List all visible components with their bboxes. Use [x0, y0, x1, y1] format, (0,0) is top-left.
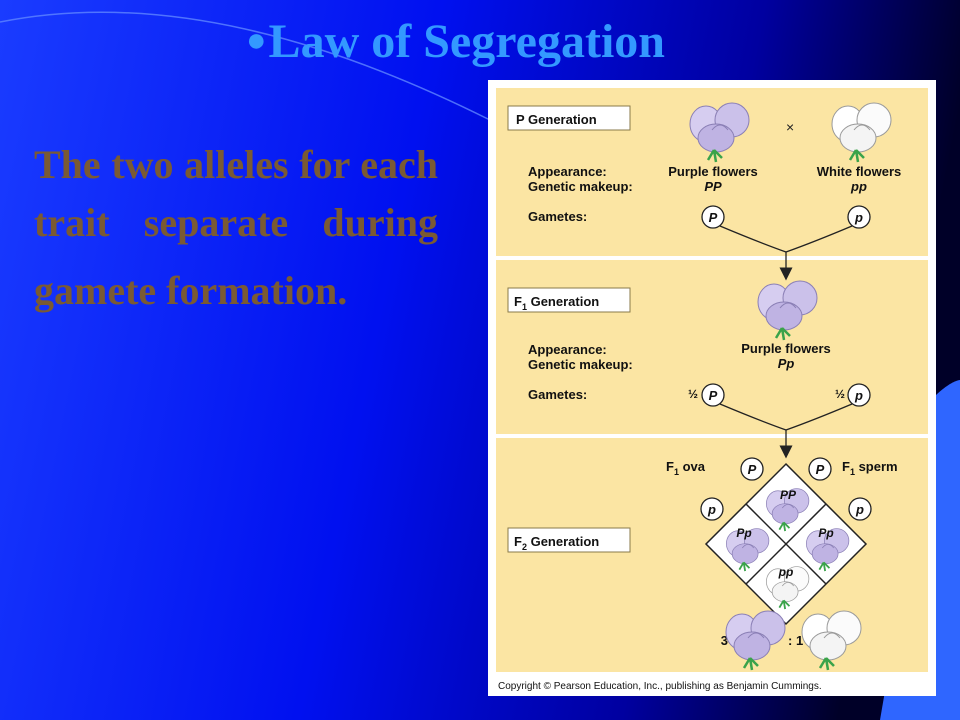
f2-ova-label: F1 ova [666, 459, 706, 477]
f1-right-gamete-circle [847, 383, 871, 407]
slide-title-text: Law of Segregation [268, 15, 665, 68]
p-right-genotype: pp [850, 179, 867, 194]
sperm-allele-1: P [816, 462, 825, 477]
ova-allele-1-circle [740, 457, 764, 481]
p-right-gamete-circle [847, 205, 871, 229]
f2-generation-section: F2 Generation F1 ova F1 sperm P p P p PP [507, 457, 898, 672]
p-left-gamete-circle [701, 205, 725, 229]
f1-generation-label: F1 Generation [514, 294, 599, 312]
f1-left-fraction: ½ [688, 387, 698, 401]
f1-left-gamete: P [709, 388, 718, 403]
f1-gametes-label: Gametes: [528, 387, 587, 402]
f1-appearance-label: Appearance: [528, 342, 607, 357]
p-gametes-label: Gametes: [528, 209, 587, 224]
cell-bottom-genotype: pp [778, 565, 794, 579]
p-left-appearance: Purple flowers [668, 164, 758, 179]
ova-allele-1: P [748, 462, 757, 477]
sperm-allele-2: p [855, 502, 864, 517]
f1-generation-section: F1 Generation Appearance: Genetic makeup… [507, 279, 871, 459]
body-text-part2: gamete formation. [34, 268, 348, 313]
p-generation-label-box [507, 105, 631, 131]
cell-left-genotype: Pp [736, 526, 751, 540]
ova-allele-2: p [707, 502, 716, 517]
p-generation-section: P Generation × Appearance: Genetic makeu… [507, 101, 902, 281]
f2-generation-label: F2 Generation [514, 534, 599, 552]
f1-right-fraction: ½ [835, 387, 845, 401]
f1-genotype: Pp [778, 356, 795, 371]
decorative-curve [0, 11, 491, 121]
f1-makeup-label: Genetic makeup: [528, 357, 633, 372]
ratio-purple-count: 3 [721, 633, 728, 648]
sperm-allele-1-circle [808, 457, 832, 481]
f1-right-gamete: p [854, 388, 863, 403]
p-generation-label: P Generation [516, 112, 597, 127]
p-makeup-label: Genetic makeup: [528, 179, 633, 194]
copyright-text: Copyright © Pearson Education, Inc., pub… [498, 681, 822, 692]
segregation-figure: P Generation × Appearance: Genetic makeu… [488, 80, 936, 696]
punnett-divider-2 [745, 503, 827, 585]
sperm-allele-2-circle [848, 497, 872, 521]
f1-appearance: Purple flowers [741, 341, 831, 356]
p-right-gamete: p [854, 210, 863, 225]
bullet-icon: ● [246, 22, 267, 59]
slide-title: ●Law of Segregation [246, 14, 665, 69]
body-text-part1: The two alleles for each trait separate … [34, 142, 438, 245]
figure-svg: P Generation × Appearance: Genetic makeu… [496, 88, 928, 692]
cell-top-genotype: PP [780, 488, 797, 502]
ova-allele-2-circle [700, 497, 724, 521]
f2-sperm-label: F1 sperm [842, 459, 898, 477]
p-appearance-label: Appearance: [528, 164, 607, 179]
cell-right-genotype: Pp [818, 526, 833, 540]
f2-generation-label-box [507, 527, 631, 553]
cross-symbol: × [786, 119, 794, 135]
p-right-appearance: White flowers [817, 164, 902, 179]
p-left-genotype: PP [704, 179, 722, 194]
f1-left-gamete-circle [701, 383, 725, 407]
p-left-gamete: P [709, 210, 718, 225]
ratio-white-count: : 1 [788, 633, 803, 648]
f1-generation-label-box [507, 287, 631, 313]
slide-body: The two alleles for each trait separate … [34, 136, 438, 320]
